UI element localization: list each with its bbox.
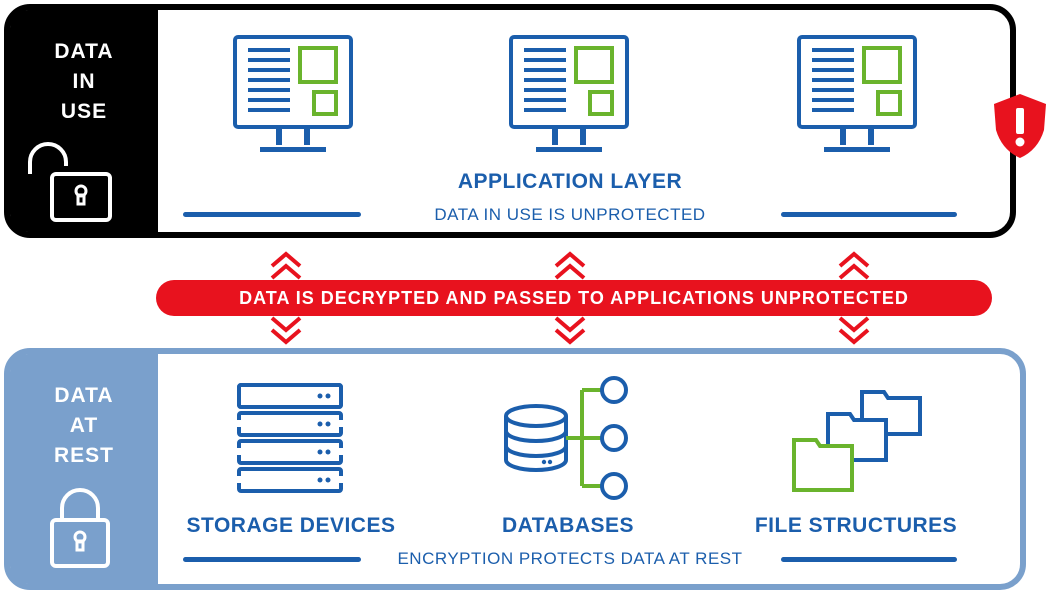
closed-padlock-icon: [50, 488, 110, 568]
side-label-line-2: IN: [72, 70, 96, 93]
file-structures-label: FILE STRUCTURES: [754, 514, 958, 537]
shield-warning-icon: [994, 94, 1046, 158]
folders-icon: [792, 390, 922, 492]
divider-line: [183, 212, 361, 217]
divider-line: [781, 212, 957, 217]
double-chevron-icon: [270, 316, 302, 345]
data-at-rest-subline: ENCRYPTION PROTECTS DATA AT REST: [397, 549, 743, 568]
double-chevron-icon: [554, 316, 586, 345]
divider-line: [183, 557, 361, 562]
monitor-icon: [509, 35, 629, 152]
side-label-line-3: USE: [60, 100, 108, 123]
double-chevron-icon: [838, 316, 870, 345]
application-layer-heading: APPLICATION LAYER: [457, 170, 683, 193]
side-label-line-3: REST: [53, 444, 114, 467]
double-chevron-icon: [270, 251, 302, 280]
databases-label: DATABASES: [501, 514, 635, 537]
double-chevron-icon: [838, 251, 870, 280]
divider-line: [781, 557, 957, 562]
database-icon: [504, 376, 628, 500]
server-rack-icon: [236, 383, 344, 493]
side-label-line-1: DATA: [54, 40, 114, 63]
data-at-rest-sidebar: DATA AT REST: [10, 354, 158, 584]
side-label-line-1: DATA: [54, 384, 114, 407]
side-label-line-2: AT: [69, 414, 99, 437]
storage-devices-label: STORAGE DEVICES: [186, 514, 396, 537]
double-chevron-icon: [554, 251, 586, 280]
decrypted-warning-banner: DATA IS DECRYPTED AND PASSED TO APPLICAT…: [156, 280, 992, 316]
data-in-use-sidebar: DATA IN USE: [10, 10, 158, 232]
open-padlock-icon: [28, 142, 112, 222]
monitor-icon: [797, 35, 917, 152]
data-in-use-subline: DATA IN USE IS UNPROTECTED: [434, 205, 706, 224]
monitor-icon: [233, 35, 353, 152]
